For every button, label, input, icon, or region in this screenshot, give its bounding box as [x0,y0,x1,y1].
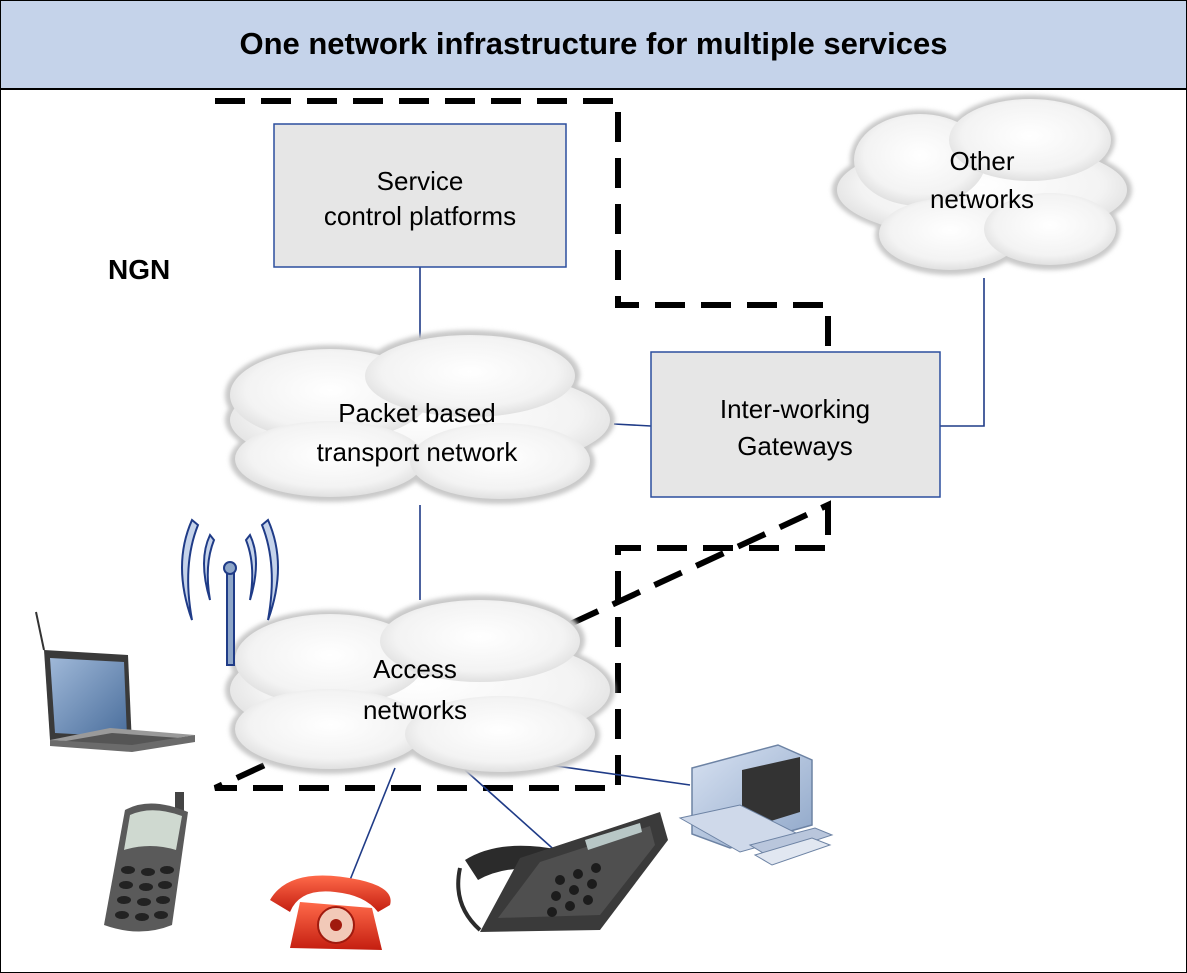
ngn-label: NGN [108,254,170,285]
link-transport-gateways [613,423,652,427]
link-access-deskphone [464,769,561,856]
service-control-line1: Service [377,166,464,196]
other-networks-cloud: Other networks [832,95,1132,275]
access-line1: Access [373,654,457,684]
gateways-line1: Inter-working [720,394,870,424]
desktop-computer-icon [678,744,834,866]
antenna-icon [181,518,279,666]
diagram-title: One network infrastructure for multiple … [239,25,948,61]
desk-phone-icon [456,812,668,932]
other-networks-line2: networks [930,184,1034,214]
service-control-box: Service control platforms [273,123,567,268]
link-gateways-other [940,278,985,427]
link-access-redphone [349,767,396,881]
mobile-phone-icon [104,792,188,932]
title-bar: One network infrastructure for multiple … [1,1,1186,90]
access-line2: networks [363,695,467,725]
red-telephone-icon [270,875,391,950]
links [349,267,985,881]
packet-transport-cloud: Packet based transport network [225,330,615,504]
other-networks-line1: Other [949,146,1014,176]
transport-line2: transport network [317,437,519,467]
ngn-boundary [213,98,831,791]
laptop-icon [35,611,195,752]
transport-line1: Packet based [338,398,496,428]
gateways-line2: Gateways [737,431,853,461]
access-networks-cloud: Access networks [225,595,615,777]
service-control-line2: control platforms [324,201,516,231]
interworking-gateways-box: Inter-working Gateways [650,351,941,498]
